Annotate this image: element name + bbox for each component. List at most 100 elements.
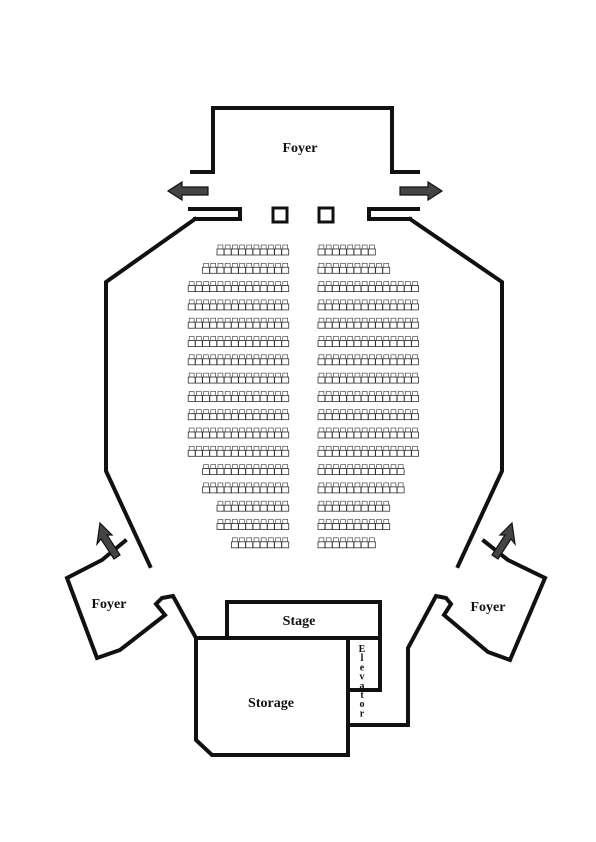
seat-icon bbox=[282, 427, 288, 433]
seat-icon bbox=[252, 303, 261, 311]
seat-icon bbox=[354, 336, 361, 341]
seat-icon bbox=[246, 500, 253, 506]
seat-icon bbox=[202, 449, 210, 457]
seat-icon bbox=[383, 354, 389, 360]
seat-icon bbox=[216, 321, 225, 329]
seat-icon bbox=[347, 409, 353, 415]
seat-icon bbox=[266, 413, 275, 421]
seat-icon bbox=[253, 391, 260, 396]
seat-icon bbox=[375, 321, 383, 329]
seat-icon bbox=[317, 358, 326, 366]
seat-icon bbox=[266, 449, 275, 457]
seat-icon bbox=[252, 321, 261, 329]
seat-icon bbox=[317, 486, 326, 494]
seat-icon bbox=[333, 244, 339, 250]
seat-icon bbox=[224, 281, 231, 286]
seat-icon bbox=[282, 519, 288, 524]
seat-icon bbox=[196, 336, 202, 341]
seat-icon bbox=[333, 354, 339, 360]
seat-icon bbox=[325, 537, 332, 543]
seat-icon bbox=[324, 321, 333, 329]
seat-icon bbox=[245, 468, 254, 476]
seat-icon bbox=[203, 409, 209, 415]
seat-icon bbox=[203, 445, 209, 451]
seat-icon bbox=[216, 413, 225, 421]
seat-icon bbox=[202, 431, 210, 439]
seat-icon bbox=[317, 504, 326, 512]
seat-icon bbox=[188, 409, 195, 415]
seat-icon bbox=[224, 409, 231, 415]
seat-icon bbox=[360, 358, 369, 366]
seat-icon bbox=[238, 541, 246, 549]
seat-icon bbox=[325, 262, 332, 268]
seat-icon bbox=[376, 409, 382, 415]
seat-icon bbox=[252, 340, 261, 347]
seat-icon bbox=[317, 541, 326, 549]
seat-icon bbox=[216, 303, 225, 311]
seat-icon bbox=[260, 281, 267, 286]
seat-icon bbox=[238, 486, 246, 494]
seat-icon bbox=[390, 354, 397, 360]
seat-icon bbox=[324, 358, 333, 366]
seat-icon bbox=[354, 391, 361, 396]
seat-icon bbox=[217, 519, 224, 524]
seat-icon bbox=[216, 468, 225, 476]
seat-icon bbox=[259, 340, 268, 347]
seat-icon bbox=[268, 354, 274, 360]
seat-icon bbox=[361, 262, 368, 268]
seat-icon bbox=[354, 537, 361, 543]
seat-icon bbox=[282, 482, 288, 488]
seat-icon bbox=[230, 486, 239, 494]
seat-icon bbox=[331, 431, 340, 439]
seat-icon bbox=[346, 394, 355, 402]
seat-icon bbox=[353, 303, 362, 311]
left-row-3 bbox=[187, 281, 290, 293]
left-row-6 bbox=[187, 336, 290, 347]
left-row-7 bbox=[187, 354, 290, 366]
seat-icon bbox=[281, 340, 290, 347]
seat-icon bbox=[223, 523, 232, 530]
seat-icon bbox=[346, 523, 355, 530]
seat-icon bbox=[259, 468, 268, 476]
seat-icon bbox=[275, 391, 281, 396]
seat-icon bbox=[188, 336, 195, 341]
seat-icon bbox=[367, 358, 376, 366]
seat-icon bbox=[203, 427, 209, 433]
seat-icon bbox=[375, 413, 383, 421]
seat-icon bbox=[354, 500, 361, 506]
seat-icon bbox=[224, 299, 231, 305]
seat-icon bbox=[346, 504, 355, 512]
seat-icon bbox=[383, 262, 389, 268]
seat-icon bbox=[281, 523, 290, 530]
seat-icon bbox=[252, 468, 261, 476]
seat-icon bbox=[217, 445, 224, 451]
seat-icon bbox=[232, 281, 238, 286]
seat-icon bbox=[318, 445, 325, 451]
seat-icon bbox=[209, 266, 218, 274]
seat-icon bbox=[340, 427, 346, 433]
seat-icon bbox=[239, 372, 245, 378]
seat-icon bbox=[232, 445, 238, 451]
seat-icon bbox=[216, 504, 225, 512]
seat-icon bbox=[187, 376, 196, 384]
seat-icon bbox=[282, 281, 288, 286]
seat-icon bbox=[346, 431, 355, 439]
seat-icon bbox=[259, 358, 268, 366]
seat-icon bbox=[397, 464, 404, 469]
seat-icon bbox=[403, 431, 412, 439]
right-row-8 bbox=[317, 372, 419, 384]
seat-icon bbox=[353, 285, 362, 293]
seat-icon bbox=[376, 445, 382, 451]
seat-icon bbox=[260, 464, 267, 469]
seat-icon bbox=[232, 262, 238, 268]
seat-icon bbox=[224, 317, 231, 323]
seat-icon bbox=[347, 299, 353, 305]
seat-icon bbox=[217, 262, 224, 268]
seat-icon bbox=[360, 303, 369, 311]
seat-icon bbox=[369, 281, 375, 286]
seat-icon bbox=[268, 317, 274, 323]
seat-icon bbox=[238, 266, 246, 274]
seat-icon bbox=[412, 409, 418, 415]
seat-icon bbox=[333, 281, 339, 286]
seat-icon bbox=[217, 281, 224, 286]
